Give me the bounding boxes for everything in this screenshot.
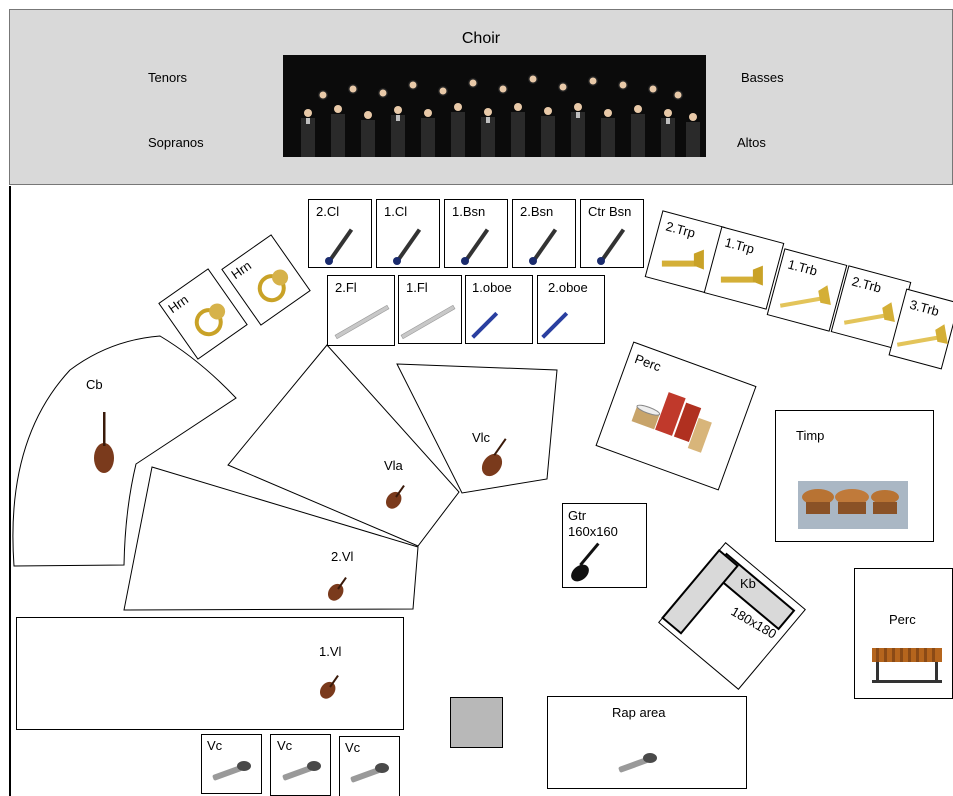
brass-section: 2.Trp 1.Trp 1.Trb 2.Trb 3.Trb xyxy=(645,211,953,369)
mallet-percussion-area: Perc xyxy=(855,569,953,699)
instrument-box-1-cl: 1.Cl xyxy=(377,200,440,268)
instrument-box-2-oboe: 2.oboe xyxy=(538,276,605,344)
instrument-box-1-fl: 1.Fl xyxy=(399,276,462,344)
timpani-area: Timp xyxy=(776,411,934,542)
section-label-gtr: Gtr xyxy=(568,508,587,523)
woodwind-back-row: 2.Cl 1.Cl 1.Bsn 2.Bsn Ctr Bsn xyxy=(309,200,644,268)
percussion-area: Perc xyxy=(596,342,756,490)
woodwind-front-row: 2.Fl 1.Fl 1.oboe 2.oboe xyxy=(328,276,605,346)
section-label-kb: Kb xyxy=(740,576,756,591)
section-label-2-vl: 2.Vl xyxy=(331,549,354,564)
instrument-box-1-bsn: 1.Bsn xyxy=(445,200,508,268)
vocal-label: Vc xyxy=(277,738,293,753)
section-label-timp: Timp xyxy=(796,428,824,443)
vocal-box-2: Vc xyxy=(271,735,331,796)
instrument-box-1-oboe: 1.oboe xyxy=(466,276,533,344)
section-label-vla: Vla xyxy=(384,458,404,473)
first-violin-section: 1.Vl xyxy=(17,618,404,730)
vocal-mics: Vc Vc Vc xyxy=(202,735,400,796)
instrument-label: 2.Fl xyxy=(335,280,357,295)
vocal-box-1: Vc xyxy=(202,735,262,794)
instrument-label: 1.Bsn xyxy=(452,204,485,219)
section-label-rap-area: Rap area xyxy=(612,705,666,720)
section-label-1-vl: 1.Vl xyxy=(319,644,342,659)
section-label-perc-mallets: Perc xyxy=(889,612,916,627)
horn-section: Hrn Hrn xyxy=(159,235,310,359)
instrument-label: Ctr Bsn xyxy=(588,204,631,219)
section-label-vlc: Vlc xyxy=(472,430,491,445)
section-label-cb: Cb xyxy=(86,377,103,392)
timpani-icon xyxy=(798,481,908,529)
rap-area: Rap area xyxy=(548,697,747,789)
guitar-area: Gtr 160x160 xyxy=(563,504,647,588)
instrument-box-ctr-bsn: Ctr Bsn xyxy=(581,200,644,268)
vocal-label: Vc xyxy=(345,740,361,755)
instrument-label: 2.Bsn xyxy=(520,204,553,219)
instrument-label: 1.Cl xyxy=(384,204,407,219)
vocal-box-3: Vc xyxy=(340,737,400,796)
instrument-box-2-cl: 2.Cl xyxy=(309,200,372,268)
instrument-box-2-bsn: 2.Bsn xyxy=(513,200,576,268)
guitar-size: 160x160 xyxy=(568,524,618,539)
instrument-label: 1.Fl xyxy=(406,280,428,295)
conductor-podium xyxy=(451,698,503,748)
vocal-label: Vc xyxy=(207,738,223,753)
instrument-box-2-fl: 2.Fl xyxy=(328,276,395,346)
instrument-label: 2.Cl xyxy=(316,204,339,219)
instrument-label: 2.oboe xyxy=(548,280,588,295)
instrument-label: 1.oboe xyxy=(472,280,512,295)
